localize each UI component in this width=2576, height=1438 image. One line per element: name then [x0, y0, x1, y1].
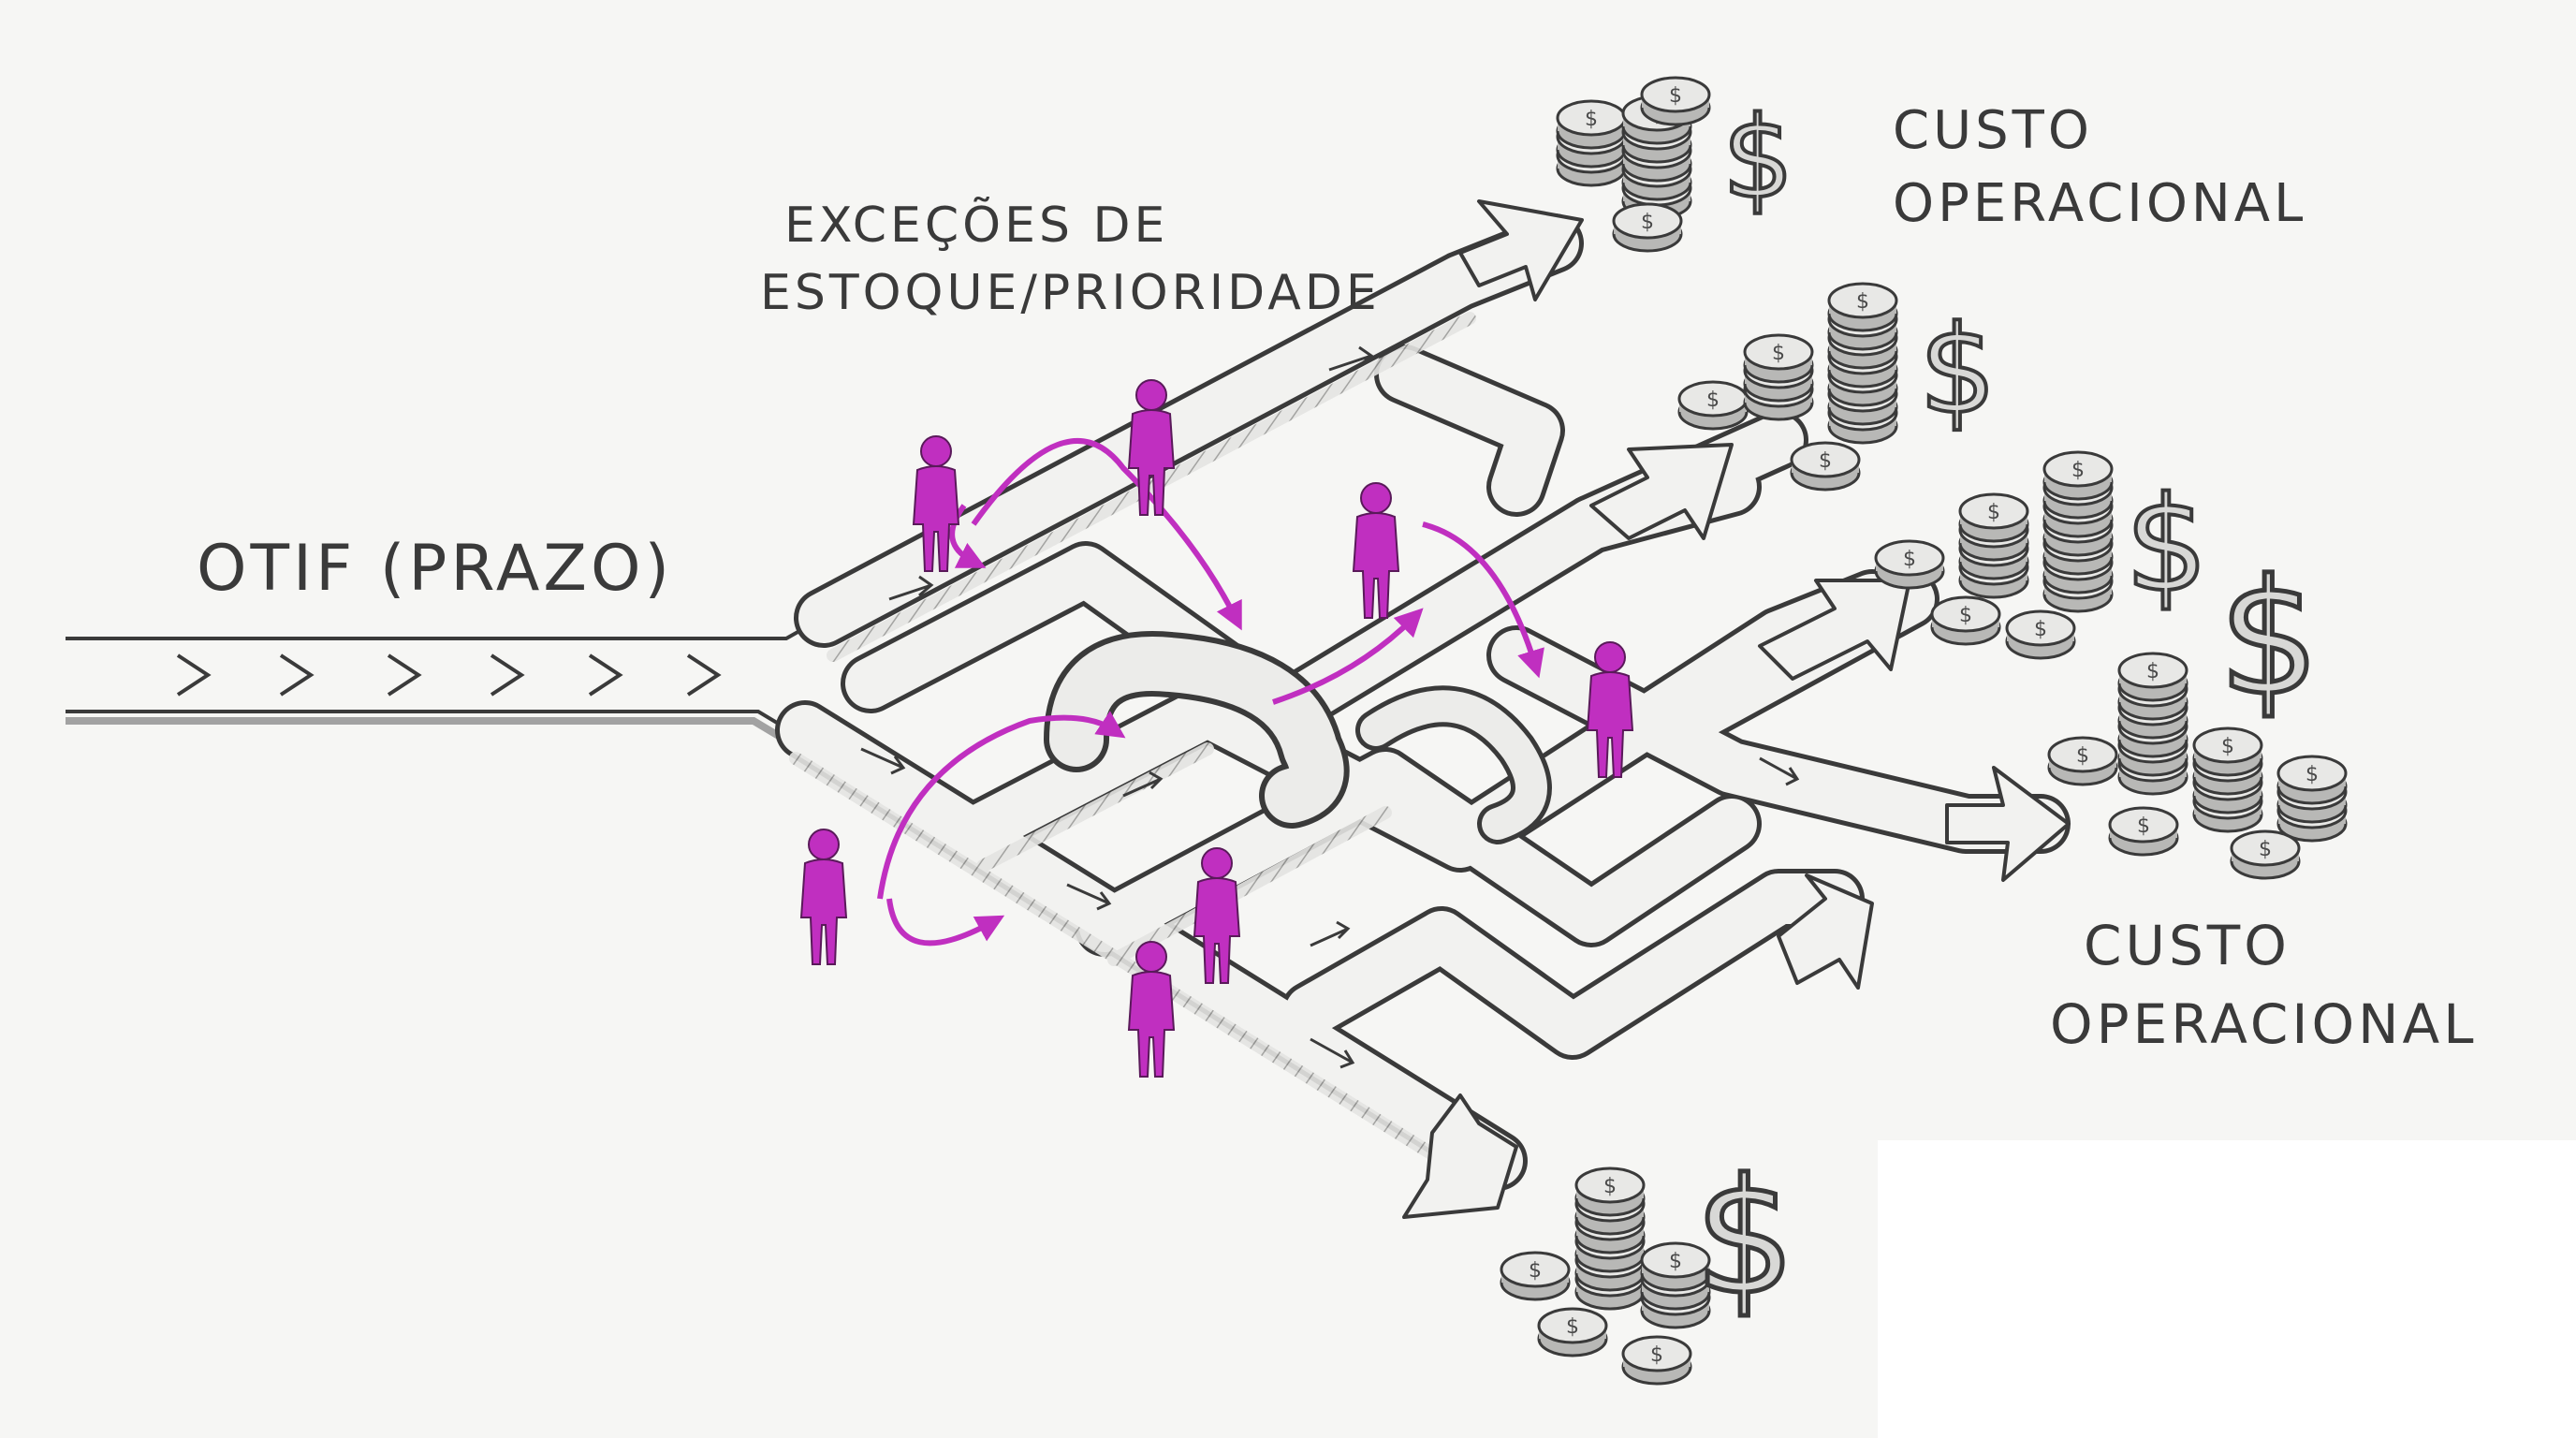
- excecoes-label-line2: ESTOQUE/PRIORIDADE: [760, 265, 1381, 321]
- input-road: [66, 605, 889, 753]
- arrow-icon: [1758, 579, 1911, 681]
- dollar-sign-icon: $: [1722, 94, 1793, 224]
- coin-stack-icon: [1500, 1167, 1711, 1386]
- road-flow-arrows: [860, 345, 1800, 1069]
- arrow-icon: [1589, 443, 1734, 540]
- curved-arrow-icon: [877, 711, 1126, 900]
- arrow-icon: [1945, 766, 2071, 882]
- arrow-icon: [1777, 873, 1874, 990]
- coin-pile-4: $: [2047, 544, 2348, 880]
- custo-operacional-mid-line2: OPERACIONAL: [2050, 992, 2478, 1056]
- input-flow-chevrons: [176, 653, 722, 697]
- blank-area: [1878, 1140, 2576, 1438]
- otif-label: OTIF (PRAZO): [197, 532, 673, 606]
- dollar-sign-icon: $: [2218, 546, 2320, 731]
- curved-arrow-icon: [949, 504, 987, 568]
- curved-arrow-icon: [1272, 608, 1424, 705]
- curved-arrow-icon: [971, 437, 1242, 631]
- dollar-sign-icon: $: [1694, 1145, 1795, 1330]
- curved-arrow-icon: [886, 898, 1005, 946]
- coin-pile-top: $: [1556, 76, 1795, 253]
- dollar-sign-icon: $: [2125, 469, 2208, 622]
- output-arrows: [1402, 199, 2071, 1219]
- excecoes-label-line1: EXCEÇÕES DE: [784, 197, 1168, 254]
- coin-pile-bottom: $: [1500, 1143, 1798, 1386]
- curved-arrow-icon: [1422, 521, 1544, 679]
- coin-pile-2: $: [1677, 282, 1998, 492]
- arrow-icon: [1402, 1093, 1518, 1219]
- custo-operacional-mid-line1: CUSTO: [2084, 914, 2291, 977]
- person-icon: [1353, 482, 1399, 619]
- arrow-icon: [1458, 199, 1584, 301]
- dollar-sign-icon: $: [1919, 299, 1997, 441]
- custo-operacional-top-line1: CUSTO: [1893, 100, 2093, 161]
- person-icon: [800, 829, 847, 965]
- workaround-curves: [877, 437, 1544, 946]
- custo-operacional-top-line2: OPERACIONAL: [1893, 173, 2306, 234]
- coin-pile-3: $: [1874, 450, 2210, 660]
